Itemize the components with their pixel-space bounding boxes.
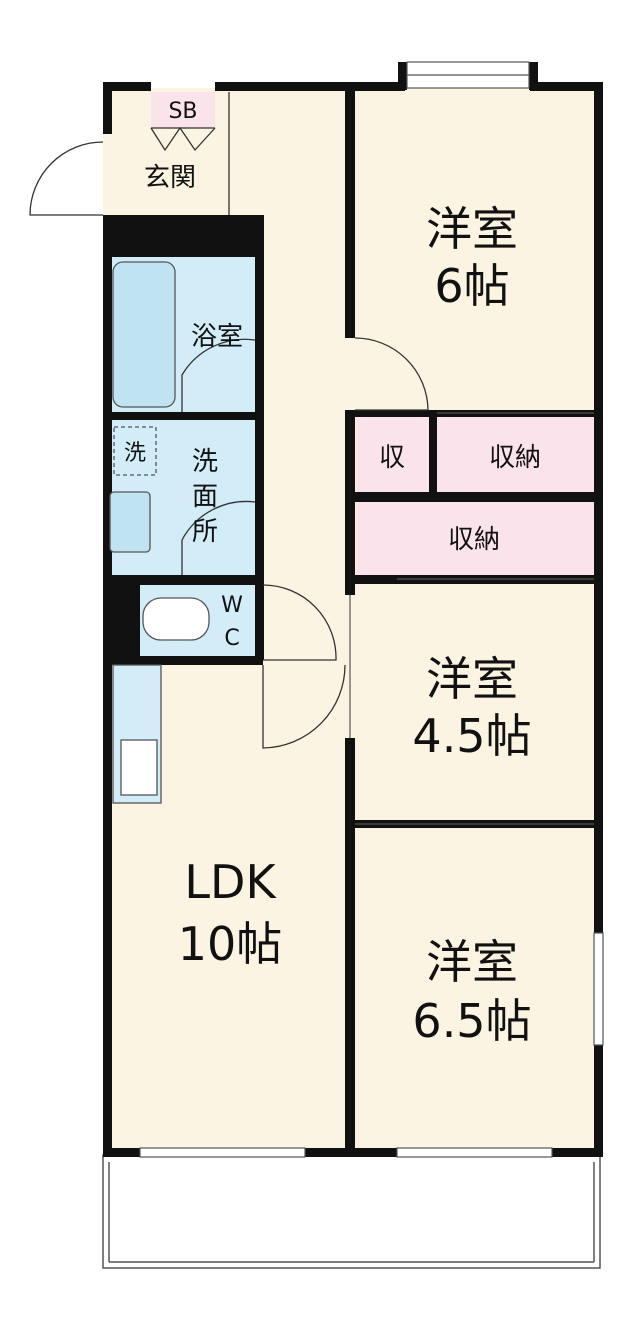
window-bay-right (529, 62, 538, 90)
door-wc (262, 584, 337, 661)
label-bedroom-b-2: 4.5帖 (412, 709, 531, 763)
basin-icon (109, 491, 151, 553)
windows (139, 61, 604, 1158)
window-ldk (139, 1147, 306, 1158)
label-washroom-1: 洗 (192, 447, 218, 477)
label-ldk-2: 10帖 (178, 917, 283, 971)
wall-top-mid (215, 82, 405, 91)
wall-top-left (103, 82, 151, 91)
wall-bath-right (255, 215, 264, 660)
door-washroom (181, 500, 256, 575)
shoe-box-door (150, 126, 216, 152)
door-bed-a (354, 337, 429, 411)
toilet-icon (142, 597, 210, 641)
wall-right (594, 82, 603, 1155)
label-storage-small: 収 (379, 443, 405, 473)
label-bedroom-c-1: 洋室 (426, 935, 518, 989)
wall-left-top (103, 82, 112, 134)
label-washroom-2: 面 (192, 482, 218, 512)
balcony (102, 1154, 601, 1269)
floor-storage-b (356, 502, 594, 575)
label-bath: 浴室 (191, 322, 243, 352)
sink-icon (120, 739, 158, 796)
label-storage-a: 収納 (489, 443, 541, 473)
label-ldk-1: LDK (184, 855, 277, 909)
wall-center (345, 88, 355, 338)
label-wc-2: C (224, 626, 239, 651)
wall-bath-wash (103, 412, 263, 420)
wall-wc-left (103, 575, 140, 660)
doors (29, 92, 429, 749)
label-washroom-3: 所 (192, 517, 218, 547)
label-wc-1: W (221, 593, 243, 618)
door-bath (181, 338, 256, 412)
balcony-outline (102, 1154, 601, 1269)
window-bed-c (396, 1147, 553, 1158)
wall-top-right (530, 82, 600, 91)
door-entrance (29, 141, 104, 216)
floor-bedrooms (350, 88, 600, 1155)
label-bedroom-a-2: 6帖 (434, 259, 509, 313)
wall-storage-mid (429, 410, 437, 495)
label-entrance: 玄関 (144, 163, 196, 193)
label-washer: 洗 (124, 441, 146, 466)
label-bedroom-b-1: 洋室 (426, 652, 518, 706)
window-bed-c-side (593, 932, 604, 1046)
wall-wash-wc (103, 575, 263, 585)
walls (103, 62, 603, 1157)
door-ldk (262, 664, 346, 749)
labels: SB 玄関 浴室 洗 洗 面 所 W C 洋室 6帖 収 収納 収納 洋室 4.… (124, 99, 541, 1048)
label-shoe-box: SB (168, 99, 197, 124)
floor-storage-small (356, 417, 429, 492)
label-bedroom-a-1: 洋室 (426, 202, 518, 256)
wall-center-3 (345, 738, 355, 1155)
wall-wc-bottom (103, 656, 263, 665)
window-bay-left (398, 62, 407, 90)
wall-storage-mid2 (355, 492, 600, 502)
wall-left-main (103, 215, 112, 1155)
fixtures (109, 261, 210, 804)
label-storage-b: 収納 (448, 525, 500, 555)
floor-storage-a (437, 417, 594, 492)
floor-shoe-box (151, 92, 215, 128)
bathtub-icon (112, 261, 176, 408)
washer-icon (113, 426, 157, 476)
wall-bath-top (103, 215, 263, 257)
label-bedroom-c-2: 6.5帖 (412, 994, 531, 1048)
wall-center-2 (345, 410, 355, 595)
